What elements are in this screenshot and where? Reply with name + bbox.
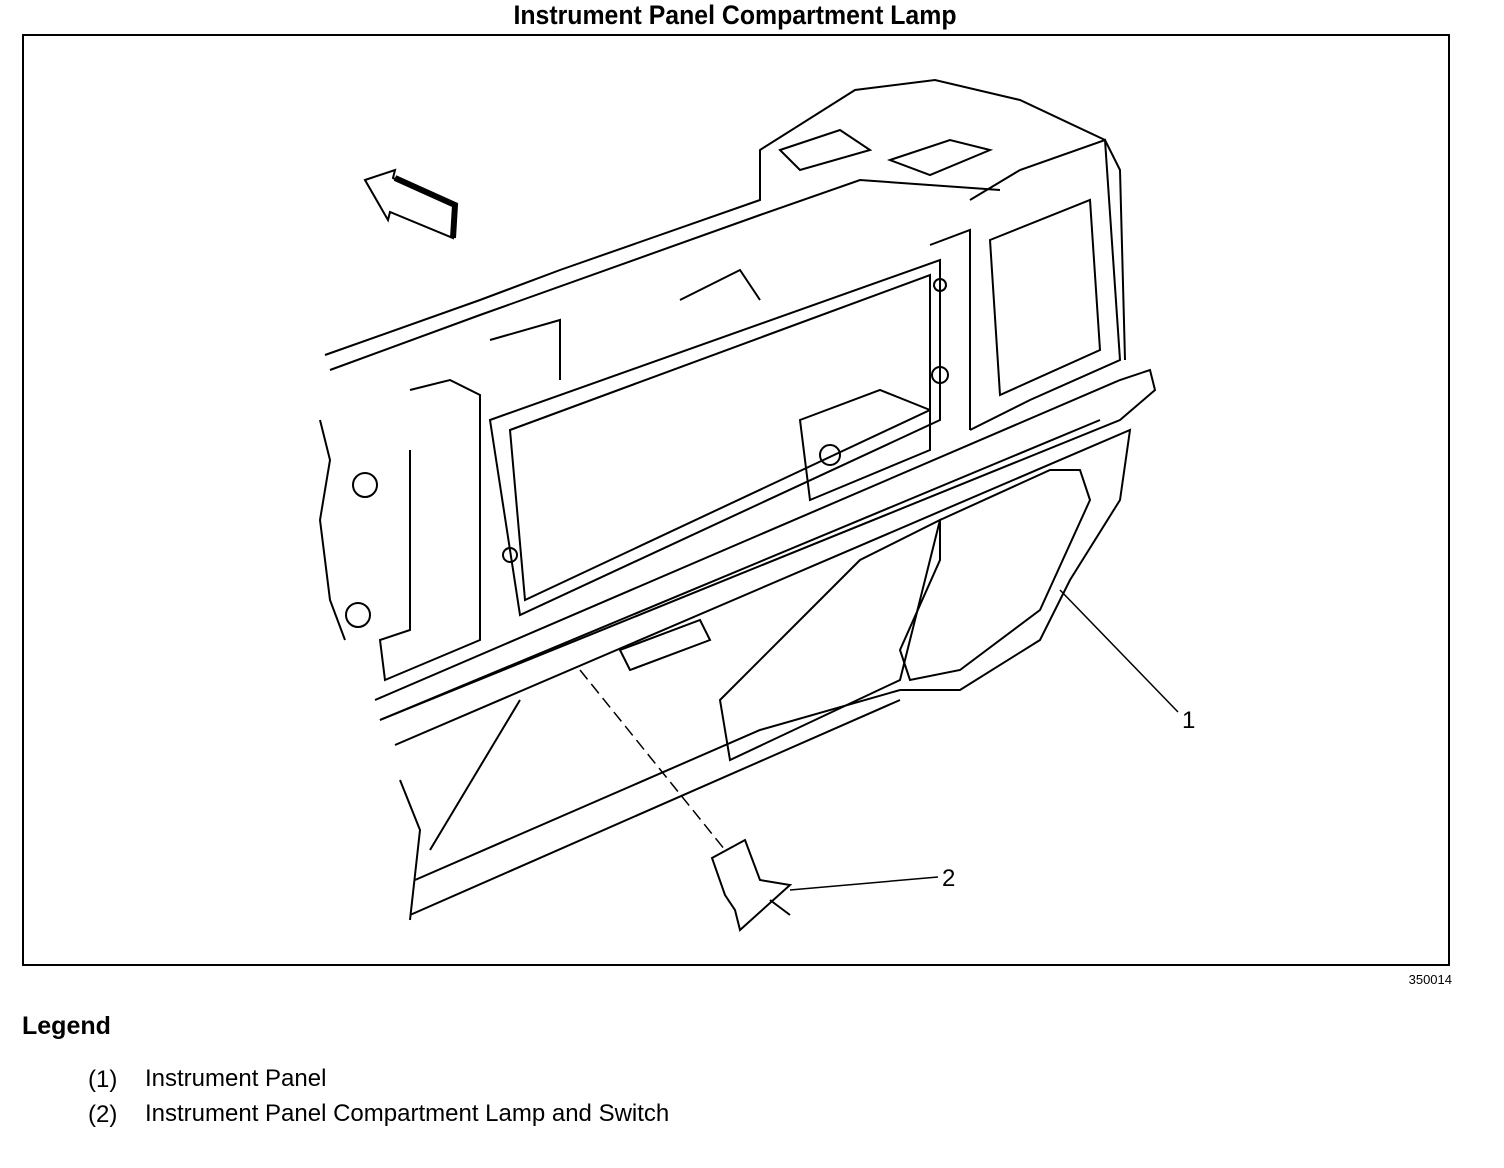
legend-text: Instrument Panel xyxy=(145,1065,327,1092)
leader-line-1 xyxy=(1059,589,1179,713)
figure-id: 350014 xyxy=(1408,972,1452,987)
callout-1: 1 xyxy=(1182,707,1195,734)
legend-text: Instrument Panel Compartment Lamp and Sw… xyxy=(145,1100,670,1127)
legend-item: (1) Instrument Panel xyxy=(0,1065,800,1098)
diagram-frame xyxy=(22,34,1450,966)
legend-item: (2) Instrument Panel Compartment Lamp an… xyxy=(0,1100,800,1165)
callout-2: 2 xyxy=(942,865,955,892)
compartment-lamp-switch xyxy=(579,669,793,932)
legend-heading: Legend xyxy=(22,1012,111,1040)
forward-arrow-icon xyxy=(363,168,459,240)
legend-number: (2) xyxy=(88,1101,118,1128)
legend-number: (1) xyxy=(88,1066,118,1093)
diagram-title: Instrument Panel Compartment Lamp xyxy=(513,0,957,30)
instrument-panel xyxy=(318,78,1157,921)
leader-line-2 xyxy=(789,876,939,891)
